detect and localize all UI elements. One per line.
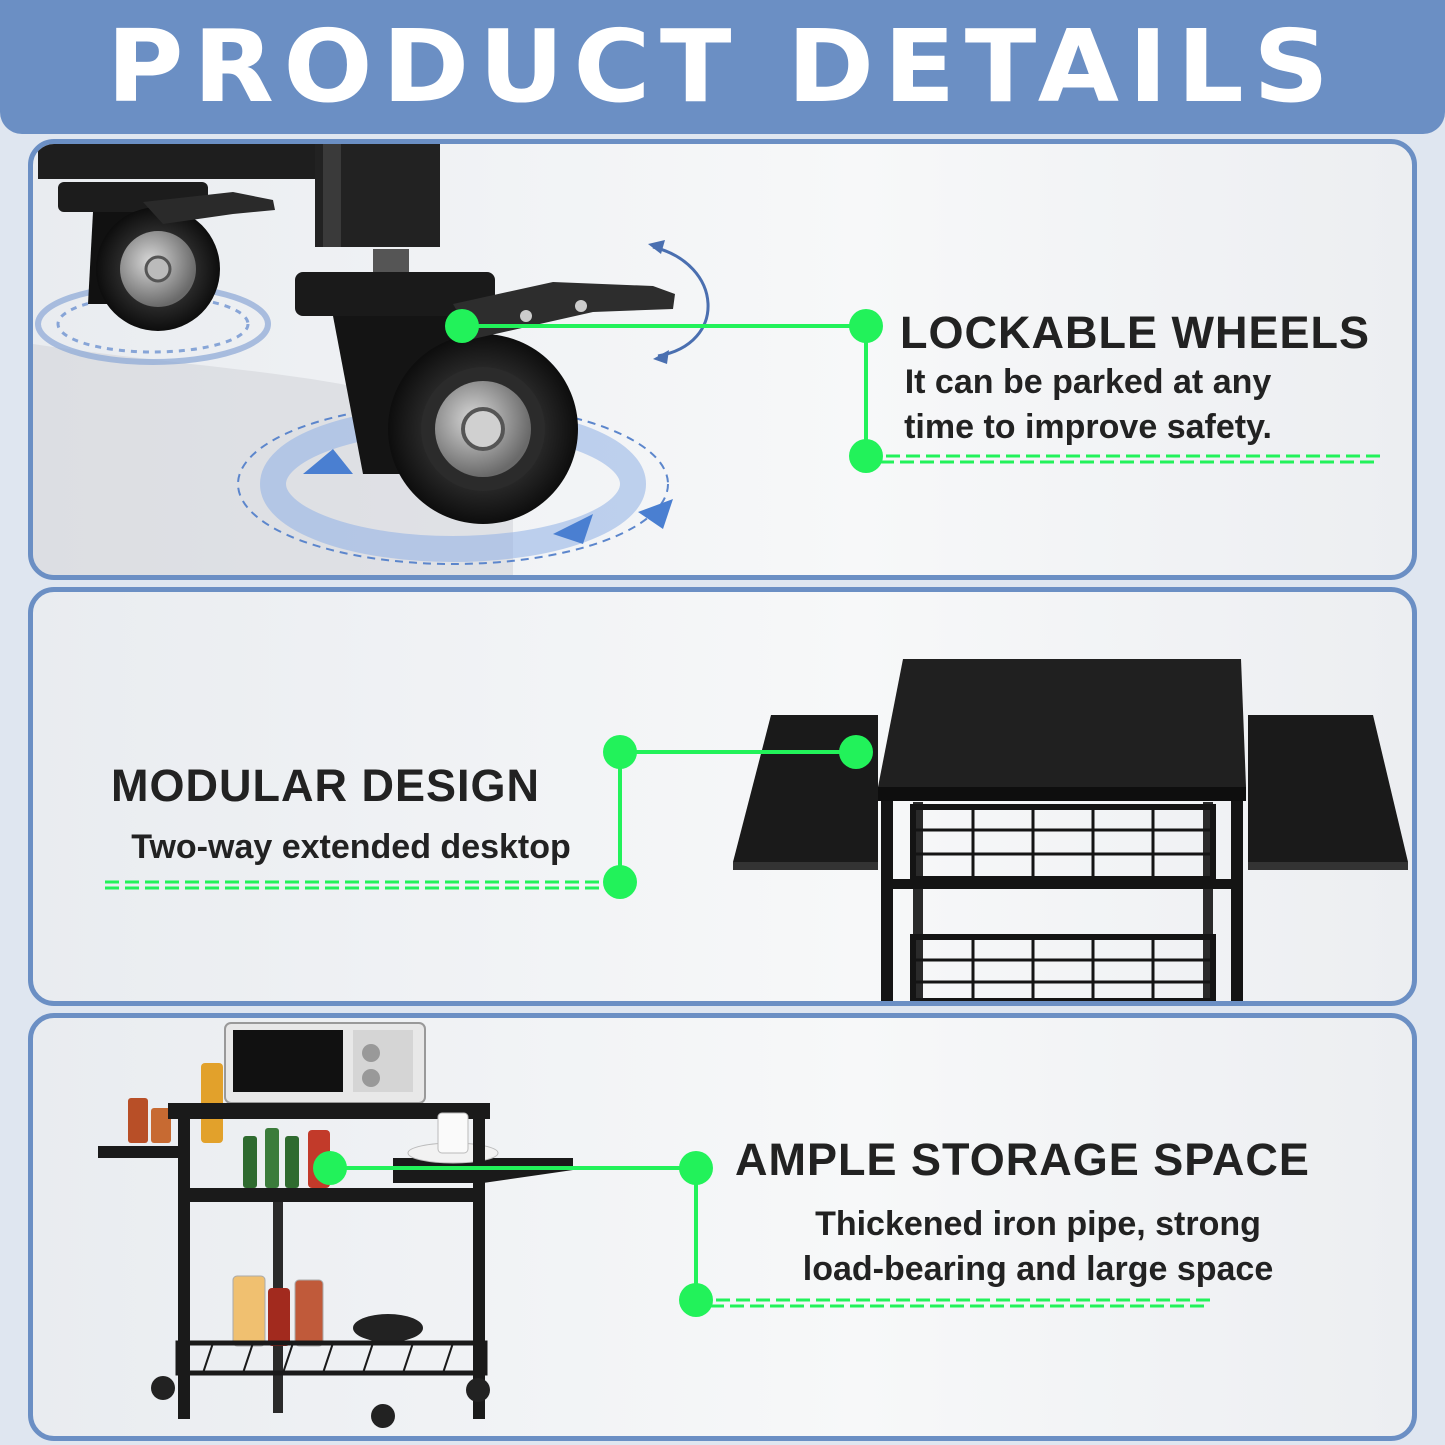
feature-panel-lockable-wheels: LOCKABLE WHEELS It can be parked at any …	[28, 139, 1417, 580]
page-title: PRODUCT DETAILS	[106, 8, 1339, 125]
feature-desc-ample-storage-line1: Thickened iron pipe, strong	[815, 1205, 1261, 1243]
feature-panel-ample-storage: AMPLE STORAGE SPACE Thickened iron pipe,…	[28, 1013, 1417, 1441]
feature-desc-lockable-wheels-line2: time to improve safety.	[904, 408, 1272, 446]
feature-title-ample-storage: AMPLE STORAGE SPACE	[735, 1134, 1310, 1185]
feature-title-modular-design: MODULAR DESIGN	[111, 760, 540, 811]
feature-desc-modular-design: Two-way extended desktop	[131, 828, 571, 866]
feature-title-lockable-wheels: LOCKABLE WHEELS	[900, 307, 1370, 358]
kitchen-cart-illustration	[98, 1022, 573, 1428]
header-banner: PRODUCT DETAILS	[0, 0, 1445, 134]
feature-desc-lockable-wheels-line1: It can be parked at any	[904, 363, 1272, 401]
feature-desc-ample-storage-line2: load-bearing and large space	[802, 1250, 1274, 1288]
feature-panel-modular-design: MODULAR DESIGN Two-way extended desktop	[28, 587, 1417, 1006]
extendable-table-illustration	[733, 659, 1408, 1001]
